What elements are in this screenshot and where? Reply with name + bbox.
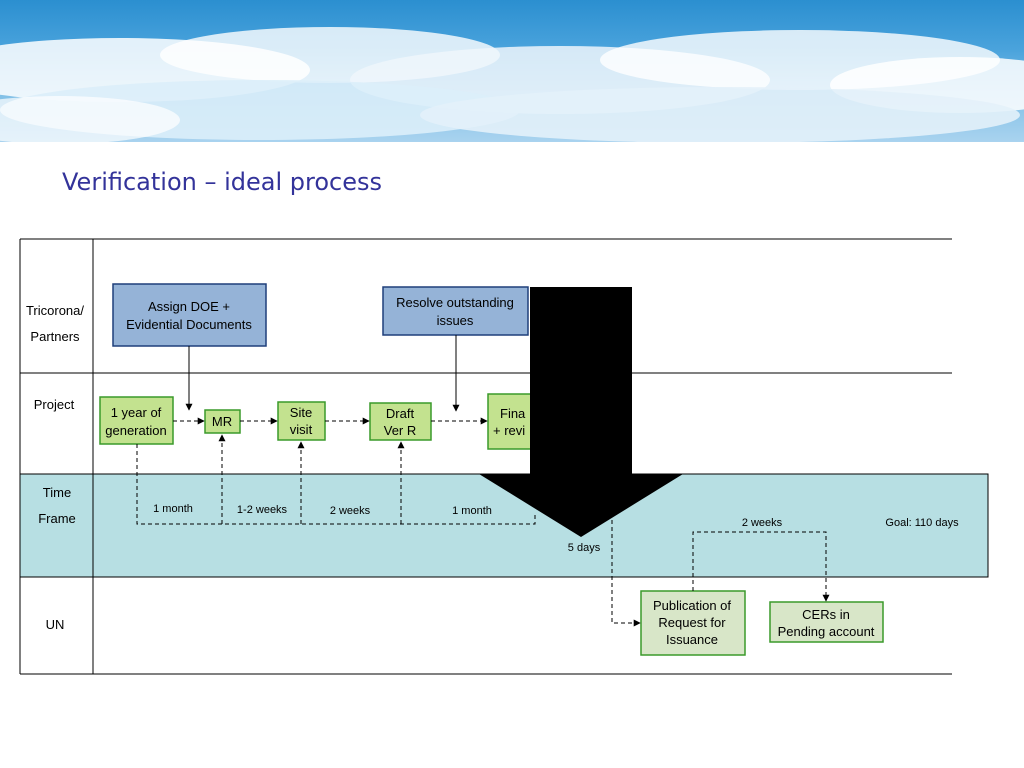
site-visit-label-1: Site (290, 405, 312, 420)
year-generation-box (99, 396, 174, 445)
cers-pending-box (769, 601, 884, 643)
year-generation-label-1: 1 year of (111, 405, 162, 420)
assign-doe-box (112, 283, 267, 347)
publication-label-1: Publication of (653, 598, 731, 613)
goal-label: Goal: 110 days (885, 517, 959, 529)
publication-label-2: Request for (658, 615, 726, 630)
duration-5: 5 days (568, 542, 601, 554)
final-review-label-2: + revi (493, 423, 525, 438)
duration-4: 1 month (452, 505, 492, 517)
big-down-arrow (479, 287, 683, 537)
lane-label-partners-2: Partners (30, 329, 80, 344)
publication-box (640, 590, 746, 656)
resolve-issues-label-1: Resolve outstanding (396, 295, 514, 310)
assign-doe-label-2: Evidential Documents (126, 317, 252, 332)
draft-ver-label-1: Draft (386, 406, 415, 421)
duration-1: 1 month (153, 503, 193, 515)
resolve-issues-label-2: issues (437, 313, 474, 328)
duration-3: 2 weeks (330, 505, 371, 517)
lane-label-partners-1: Tricorona/ (26, 303, 84, 318)
final-review-label-1: Fina (500, 406, 526, 421)
mr-label: MR (212, 414, 232, 429)
site-visit-box (277, 401, 326, 441)
publication-label-3: Issuance (666, 632, 718, 647)
swimlane-grid (19, 238, 952, 675)
lane-label-project: Project (34, 397, 75, 412)
duration-6: 2 weeks (742, 517, 783, 529)
resolve-issues-box (382, 286, 529, 336)
lane-label-timeframe-2: Frame (38, 511, 76, 526)
year-generation-label-2: generation (105, 423, 166, 438)
timeframe-connectors (136, 434, 830, 627)
sky-banner (0, 0, 1024, 142)
draft-ver-box (369, 402, 432, 441)
timeframe-band (19, 473, 989, 578)
lane-label-un: UN (46, 617, 65, 632)
assign-doe-label-1: Assign DOE + (148, 299, 230, 314)
site-visit-label-2: visit (290, 422, 313, 437)
page-title: Verification – ideal process (62, 168, 383, 196)
draft-ver-label-2: Ver R (384, 423, 417, 438)
cers-pending-label-2: Pending account (778, 624, 875, 639)
lane-label-timeframe-1: Time (43, 485, 71, 500)
cers-pending-label-1: CERs in (802, 607, 850, 622)
duration-2: 1-2 weeks (237, 504, 288, 516)
